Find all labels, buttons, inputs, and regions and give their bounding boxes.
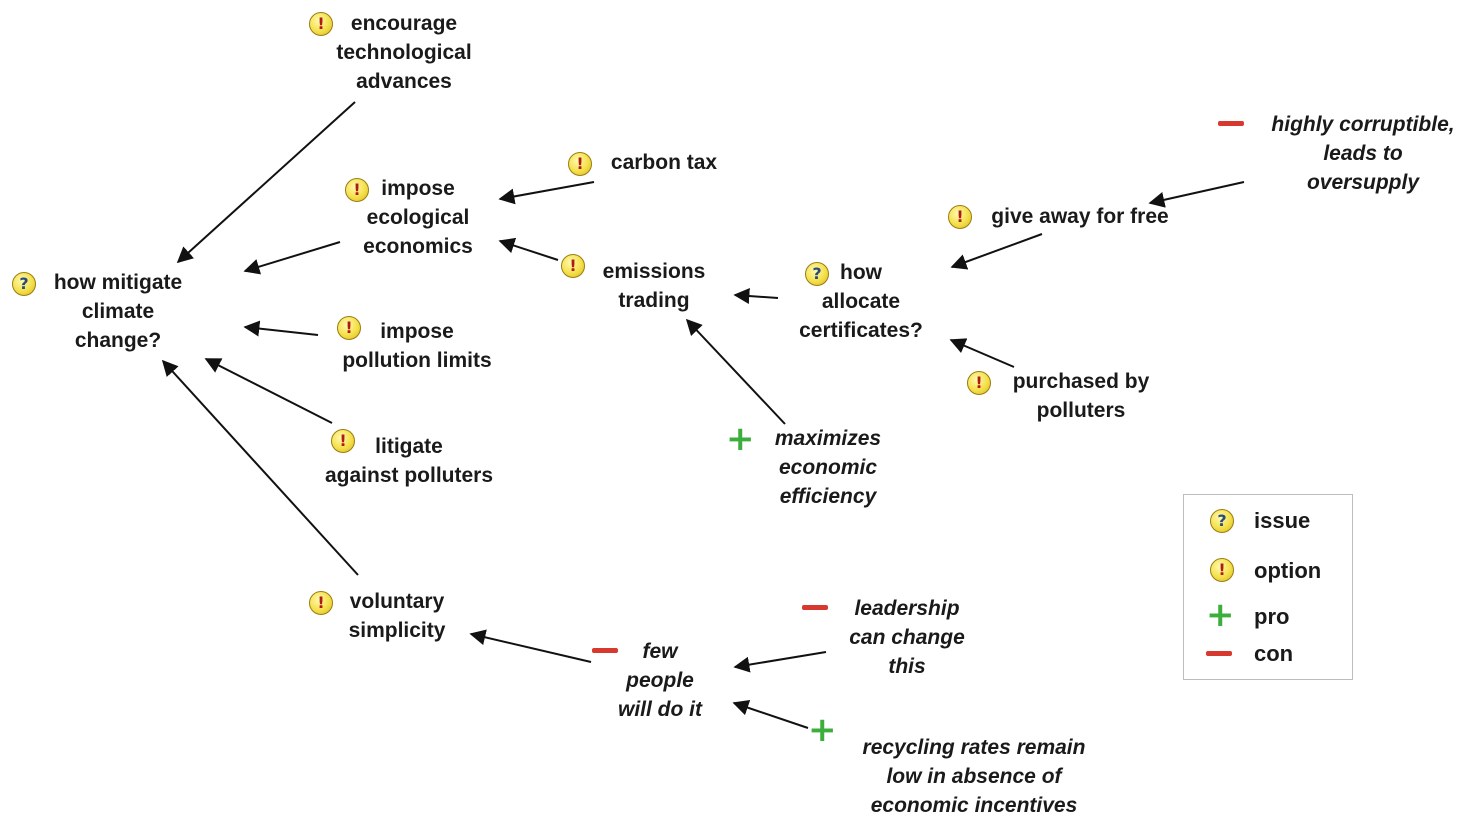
edge-corruptible-to-giveaway [1148,181,1245,208]
node-line: trading [618,289,690,312]
exclamation-icon: ! [309,591,333,615]
legend-label-option: option [1254,558,1322,583]
node-impose-pollution-limits[interactable]: impose pollution limits [342,317,491,375]
minus-icon [1218,121,1244,126]
node-maximizes-economic-efficiency[interactable]: maximizes economic efficiency [775,424,881,511]
node-line: this [888,655,926,678]
node-line: climate [81,300,155,323]
exclamation-icon: ! [345,178,369,202]
node-line: change? [74,329,162,352]
node-line: economic incentives [870,794,1078,817]
node-how-allocate-certificates[interactable]: how allocate certificates? [799,258,923,345]
legend: ? issue ! option + pro con [1183,494,1353,680]
exclamation-icon: ! [568,152,592,176]
node-litigate-against-polluters[interactable]: litigate against polluters [325,432,493,490]
node-line: oversupply [1306,171,1420,194]
node-line: pollution limits [342,349,492,372]
minus-icon [802,605,828,610]
edge-recycling-to-few [732,700,809,729]
node-line: emissions [602,260,706,283]
node-line: encourage [350,12,458,35]
exclamation-icon: ! [1210,558,1234,582]
node-line: maximizes [774,427,882,450]
exclamation-icon: ! [561,254,585,278]
question-icon: ? [805,262,829,286]
edge-allocate-to-trading [733,288,779,304]
edge-carbon-to-eco [498,181,595,205]
node-encourage-technological-advances[interactable]: encourage technological advances [336,9,471,96]
minus-icon [1206,651,1232,656]
node-line: litigate [375,435,443,458]
node-line: can change [849,626,965,649]
edge-maximizes-to-trading [685,318,786,425]
legend-label-con: con [1254,641,1294,666]
legend-label-issue: issue [1254,508,1311,533]
node-line: recycling rates remain [862,736,1086,759]
node-line: efficiency [779,485,877,508]
node-line: how [839,261,882,284]
node-line: polluters [1036,399,1126,422]
node-line: certificates? [799,319,923,342]
edge-tech-to-mitigate [176,101,356,264]
exclamation-icon: ! [309,12,333,36]
node-line: few [642,640,678,663]
node-line: leads to [1323,142,1403,165]
node-line: purchased by [1012,370,1150,393]
node-line: simplicity [348,619,446,642]
node-line: impose [381,177,455,200]
question-icon: ? [12,272,36,296]
node-leadership-can-change-this[interactable]: leadership can change this [849,594,965,681]
node-line: give away for free [991,205,1169,228]
node-line: leadership [854,597,960,620]
node-line: people [626,669,694,692]
minus-icon [592,648,618,653]
node-line: voluntary [349,590,445,613]
node-line: will do it [618,698,702,721]
node-line: carbon tax [610,151,718,174]
node-impose-ecological-economics[interactable]: impose ecological economics [363,174,473,261]
node-line: impose [380,320,454,343]
node-line: advances [356,70,452,93]
edge-leadership-to-few [733,651,827,673]
node-line: technological [336,41,472,64]
node-emissions-trading[interactable]: emissions trading [603,257,706,315]
question-icon: ? [1210,509,1234,533]
node-line: low in absence of [886,765,1062,788]
node-carbon-tax[interactable]: carbon tax [611,148,717,177]
node-line: ecological [366,206,470,229]
node-highly-corruptible[interactable]: highly corruptible, leads to oversupply [1271,110,1454,197]
node-voluntary-simplicity[interactable]: voluntary simplicity [349,587,446,645]
node-line: allocate [821,290,901,313]
edge-trading-to-eco [498,237,559,261]
exclamation-icon: ! [331,429,355,453]
node-recycling-rates-remain-low[interactable]: recycling rates remain low in absence of… [863,733,1086,820]
node-how-mitigate-climate-change[interactable]: how mitigate climate change? [54,268,182,355]
node-line: economic [778,456,878,479]
edge-eco-to-mitigate [243,241,341,275]
node-line: against polluters [324,464,494,487]
node-give-away-for-free[interactable]: give away for free [991,202,1168,231]
exclamation-icon: ! [948,205,972,229]
edge-purchased-to-allocate [949,338,1015,368]
edge-limits-to-mitigate [243,320,319,337]
plus-icon: + [726,419,755,459]
exclamation-icon: ! [967,371,991,395]
node-line: how mitigate [53,271,183,294]
node-purchased-by-polluters[interactable]: purchased by polluters [1013,367,1150,425]
node-line: economics [363,235,473,258]
exclamation-icon: ! [337,316,361,340]
node-line: highly corruptible, [1271,113,1455,136]
legend-label-pro: pro [1254,604,1290,629]
edge-litigate-to-mitigate [204,358,333,424]
edge-giveaway-to-allocate [950,233,1043,270]
node-few-people-will-do-it[interactable]: few people will do it [618,637,702,724]
plus-icon: + [808,710,837,750]
plus-icon: + [1206,595,1235,635]
edge-few-to-voluntary [469,629,592,663]
